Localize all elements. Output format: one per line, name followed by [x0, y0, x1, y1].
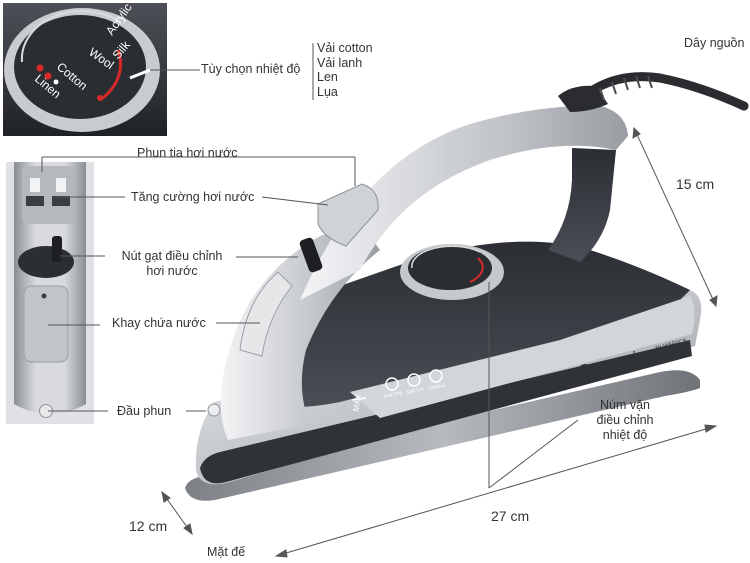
label-steam-lever-line1: Nút gạt điều chỉnh [121, 249, 223, 263]
dimension-height: 15 cm [676, 176, 715, 192]
dimension-arrows [161, 126, 718, 558]
label-temp-knob-line3: nhiệt độ [602, 428, 648, 442]
label-power-cord: Dây nguồn [684, 36, 745, 50]
label-water-tank: Khay chứa nước [112, 316, 206, 330]
max-mark: MAX [351, 393, 364, 412]
label-spray-steam: Phun tia hơi nước [137, 146, 238, 160]
leader-lines [41, 43, 579, 489]
anti-drip-mark: Anti Drip [383, 390, 403, 400]
label-temp-knob-line1: Núm vặn [599, 398, 651, 412]
label-temp-knob-line2: điều chỉnh [596, 413, 654, 427]
fabric-option-cotton: Vải cotton [317, 41, 373, 55]
vertical-mark: Vertical [428, 383, 445, 392]
label-boost-steam: Tăng cường hơi nước [131, 190, 255, 204]
dimension-length: 27 cm [491, 508, 530, 524]
top-view-inset [6, 162, 94, 424]
fabric-option-silk: Lụa [317, 85, 338, 99]
dimension-width: 12 cm [129, 518, 168, 534]
dial-closeup-inset [3, 3, 167, 136]
fabric-option-linen: Vải lanh [317, 56, 363, 70]
fabric-option-wool: Len [317, 70, 338, 84]
self-clean-mark: Self Cln [406, 386, 425, 396]
label-soleplate: Mặt đế [207, 545, 246, 559]
label-spray-nozzle: Đầu phun [117, 404, 172, 418]
iron-illustration [185, 72, 749, 501]
label-steam-lever: Nút gạt điều chỉnh hơi nước [108, 249, 236, 279]
label-temp-knob: Núm vặn điều chỉnh nhiệt độ [580, 398, 670, 443]
label-temp-options: Tùy chọn nhiệt độ [201, 62, 301, 76]
label-steam-lever-line2: hơi nước [146, 264, 198, 278]
